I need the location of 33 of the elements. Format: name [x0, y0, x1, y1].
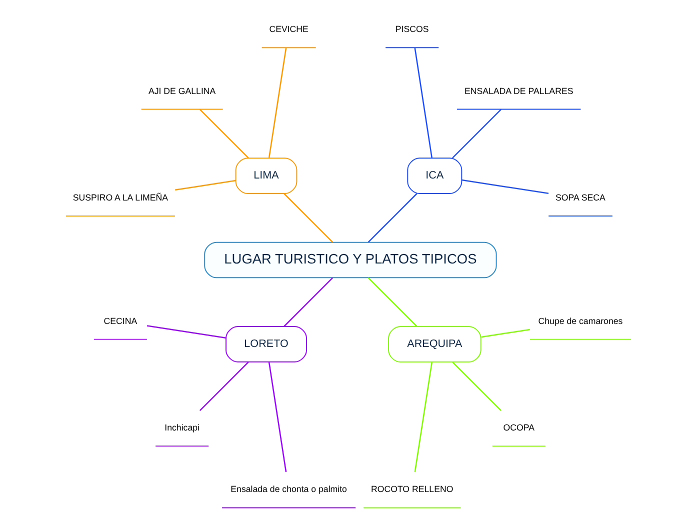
connector: [198, 108, 248, 158]
node-text: CEVICHE: [268, 24, 308, 34]
connector: [268, 362, 286, 472]
node-box: LIMA: [234, 158, 297, 194]
connector: [198, 362, 248, 412]
connector: [268, 48, 286, 158]
connector: [461, 179, 548, 194]
node-text: CECINA: [103, 316, 137, 326]
node-text: ROCOTO RELLENO: [370, 484, 453, 494]
connector: [283, 193, 333, 243]
node-text: SOPA SECA: [555, 192, 605, 203]
connector: [452, 362, 501, 412]
node-box: AREQUIPA: [388, 326, 481, 362]
connector: [174, 180, 236, 191]
node-box: LORETO: [225, 326, 307, 362]
connector: [414, 362, 432, 472]
node-text: AJI DE GALLINA: [148, 86, 216, 96]
connector: [414, 48, 432, 158]
node-text: Inchicapi: [164, 422, 199, 433]
node-text: Ensalada de chonta o palmito: [230, 484, 346, 494]
connector: [367, 277, 417, 327]
connector: [452, 108, 501, 158]
node-box: ICA: [406, 158, 462, 194]
node-text: PISCOS: [394, 24, 428, 34]
connector: [367, 193, 417, 243]
connector: [146, 325, 226, 339]
connector: [283, 277, 333, 327]
node-box: LUGAR TURISTICO Y PLATOS TIPICOS: [204, 242, 496, 278]
node-text: OCOPA: [502, 422, 534, 433]
node-text: ENSALADA DE PALLARES: [464, 86, 573, 96]
connector: [480, 328, 530, 338]
node-text: Chupe de camarones: [538, 316, 622, 326]
node-text: SUSPIRO A LA LIMEÑA: [72, 192, 168, 203]
